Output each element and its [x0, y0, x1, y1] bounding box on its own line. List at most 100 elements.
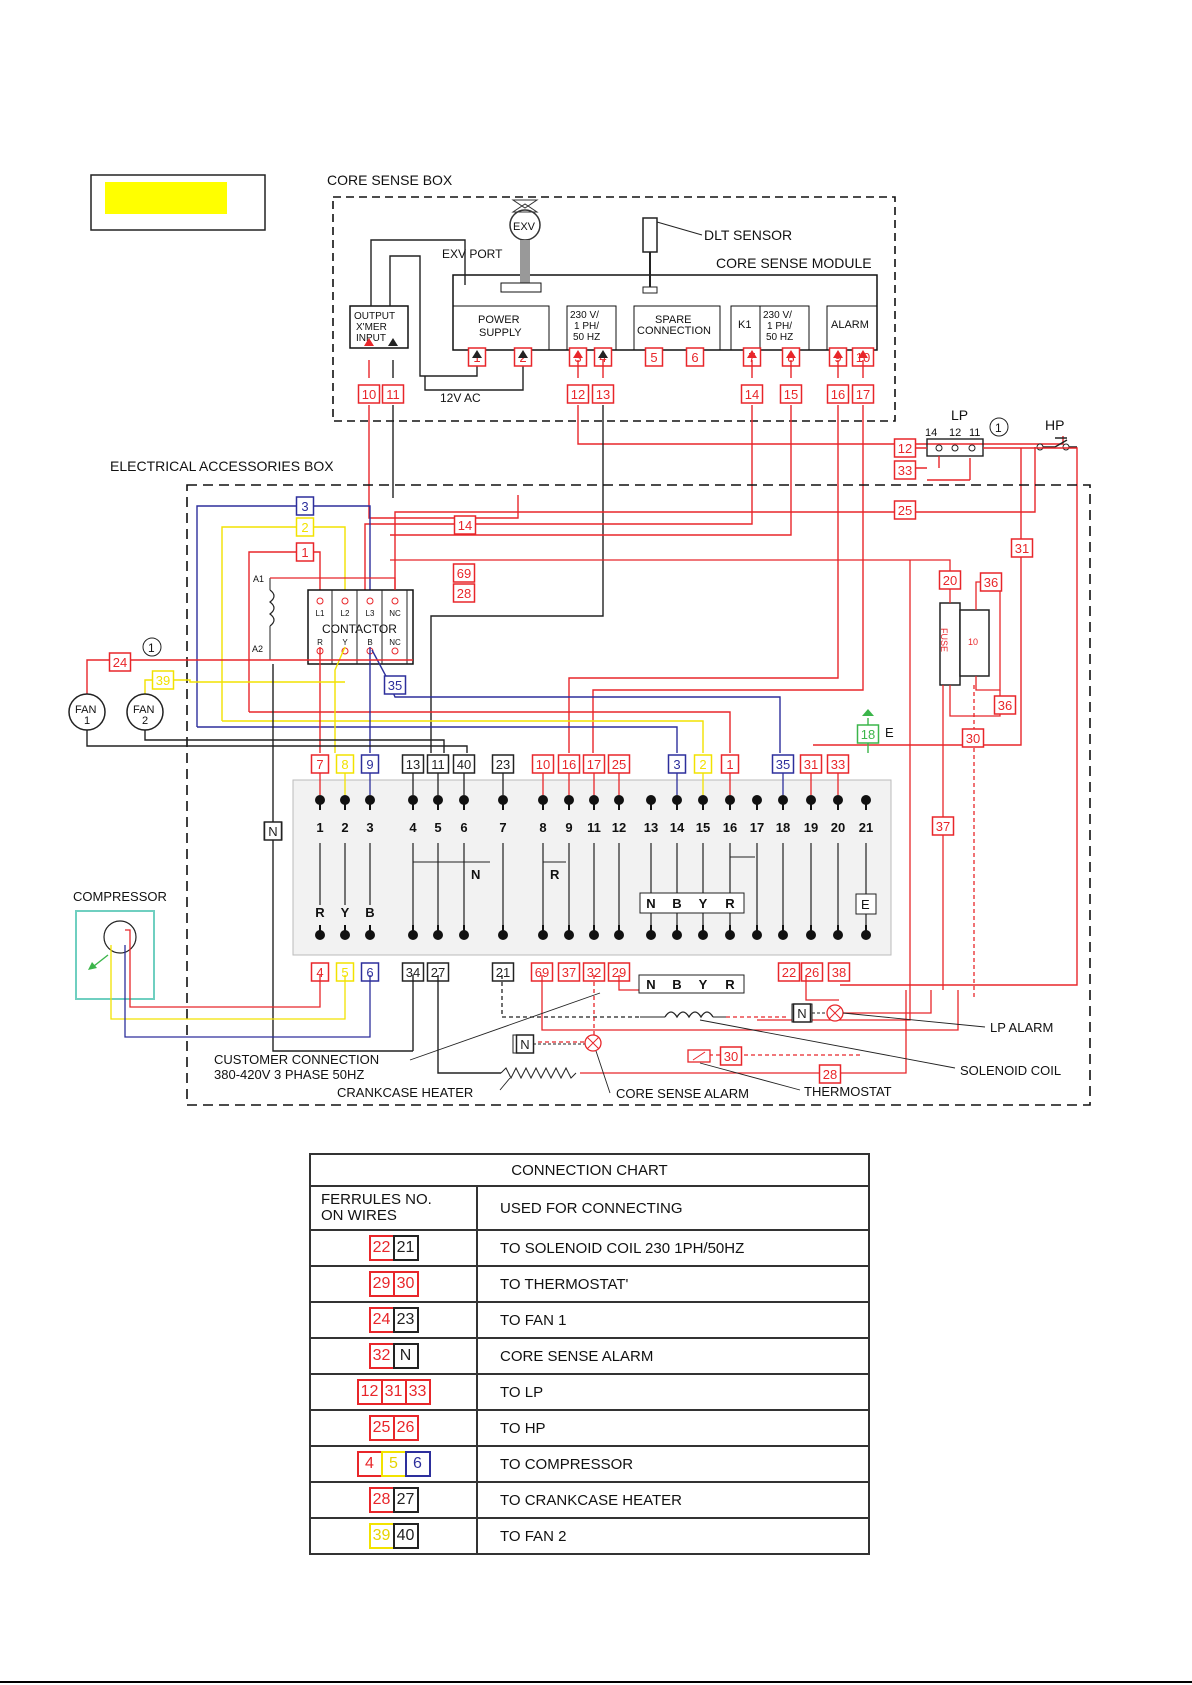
top-ferrule-10-box: [531, 754, 555, 774]
top-ferrule-9: 9: [366, 757, 373, 772]
contactor-label: CONTACTOR: [322, 622, 397, 636]
arrow-icon: [833, 350, 843, 358]
terminal-18: 18: [776, 820, 790, 835]
chart-usage: TO SOLENOID COIL 230 1PH/50HZ: [476, 1229, 870, 1267]
strip-n-label: N: [471, 867, 480, 882]
arrow-icon: [747, 350, 757, 358]
misc-ferrule-30-box: [961, 728, 985, 748]
chart-usage: TO HP: [476, 1409, 870, 1447]
top-ferrule-11: 11: [431, 757, 445, 772]
fan-2-icon: [126, 693, 164, 731]
module-ferrule-12-box: [566, 384, 590, 404]
nbyr-R: R: [725, 896, 735, 911]
spare-block: [633, 305, 721, 351]
top-ferrule-35: 35: [776, 757, 790, 772]
ferrule-chip: 5: [380, 1451, 407, 1477]
nbyr-B: B: [672, 977, 681, 992]
top-ferrule-3-box: [667, 754, 687, 774]
contactor-top-pin: [316, 597, 324, 605]
nbyr-box-bottom: [638, 974, 745, 994]
bottom-ferrule-32: 32: [587, 965, 601, 980]
ferrule-chip: 30: [392, 1271, 419, 1297]
misc-ferrule-37: 37: [936, 819, 950, 834]
arrow-icon: [573, 350, 583, 358]
misc-ferrule-18-box: [856, 724, 880, 744]
solenoid-coil-label: SOLENOID COIL: [960, 1063, 1061, 1078]
lp-pin-12: 12: [949, 427, 961, 439]
misc-ferrule-69-box: [452, 563, 476, 583]
module-terminal-5-box: [644, 347, 664, 367]
misc-ferrule-12-box: [893, 438, 917, 458]
fuse-holder: [959, 609, 990, 677]
bottom-ferrule-26-box: [800, 962, 824, 982]
customer-voltage-label: 380-420V 3 PHASE 50HZ: [214, 1067, 364, 1082]
ferrule-chip: 22: [368, 1235, 395, 1261]
misc-ferrule-24: 24: [113, 655, 127, 670]
bottom-ferrule-21: 21: [496, 965, 510, 980]
terminal-2: 2: [341, 820, 348, 835]
module-ferrule-13-box: [591, 384, 615, 404]
bottom-ferrule-5: 5: [341, 965, 348, 980]
misc-ferrule-N: N: [268, 824, 277, 839]
top-ferrule-16-box: [557, 754, 581, 774]
misc-ferrule-30: 30: [724, 1049, 738, 1064]
top-ferrule-11-box: [426, 754, 450, 774]
solenoid-coil-icon: [664, 1011, 714, 1019]
circle-1-marker-lp: [989, 417, 1009, 437]
nbyr-R: R: [725, 977, 735, 992]
v230b-l2: 1 PH/: [767, 321, 792, 332]
module-ferrule-14-box: [740, 384, 764, 404]
power-supply-block: [452, 305, 550, 351]
v230a-l2: 1 PH/: [574, 321, 599, 332]
compressor-box: [75, 910, 155, 1000]
misc-ferrule-30-box: [719, 1046, 743, 1066]
top-ferrule-10: 10: [536, 757, 550, 772]
circle-1-fan: 1: [148, 641, 155, 655]
exv-port: [500, 282, 542, 293]
misc-ferrule-N: N: [797, 1006, 806, 1021]
ferrule-chip: 26: [392, 1415, 419, 1441]
fuse-value: 10: [968, 637, 978, 647]
top-ferrule-13: 13: [406, 757, 420, 772]
misc-ferrule-35: 35: [388, 678, 402, 693]
output-xmer-l3: INPUT: [356, 333, 386, 344]
misc-ferrule-28: 28: [823, 1067, 837, 1082]
crankcase-heater-icon: [500, 1066, 577, 1080]
fan1-l1: FAN: [75, 704, 96, 716]
nbyr-N: N: [646, 977, 655, 992]
terminal-20: 20: [831, 820, 845, 835]
top-ferrule-23-box: [491, 754, 515, 774]
chart-usage: TO FAN 1: [476, 1301, 870, 1339]
lp-title: LP: [951, 407, 968, 423]
misc-ferrule-1-box: [295, 542, 315, 562]
misc-ferrule-28: 28: [457, 586, 471, 601]
lp-pin-11: 11: [969, 427, 980, 439]
misc-ferrule-20-box: [938, 570, 962, 590]
top-ferrule-33: 33: [831, 757, 845, 772]
module-ferrule-15-box: [779, 384, 803, 404]
top-ferrule-31: 31: [804, 757, 818, 772]
ferrule-chip: 32: [368, 1343, 395, 1369]
module-ferrule-16: 16: [831, 387, 845, 402]
top-ferrule-31-box: [799, 754, 823, 774]
ferrule-chip: 40: [392, 1523, 419, 1549]
exv-label: EXV: [513, 221, 536, 233]
chart-usage: TO THERMOSTAT': [476, 1265, 870, 1303]
lp-pin-14: 14: [925, 427, 937, 439]
v230a-l1: 230 V/: [570, 310, 599, 321]
ferrules-column-header: FERRULES NO.ON WIRES: [309, 1185, 478, 1231]
bottom-ferrule-27: 27: [431, 965, 445, 980]
misc-ferrule-36: 36: [984, 575, 998, 590]
misc-ferrule-25: 25: [898, 503, 912, 518]
top-ferrule-9-box: [360, 754, 380, 774]
top-ferrule-17: 17: [587, 757, 601, 772]
